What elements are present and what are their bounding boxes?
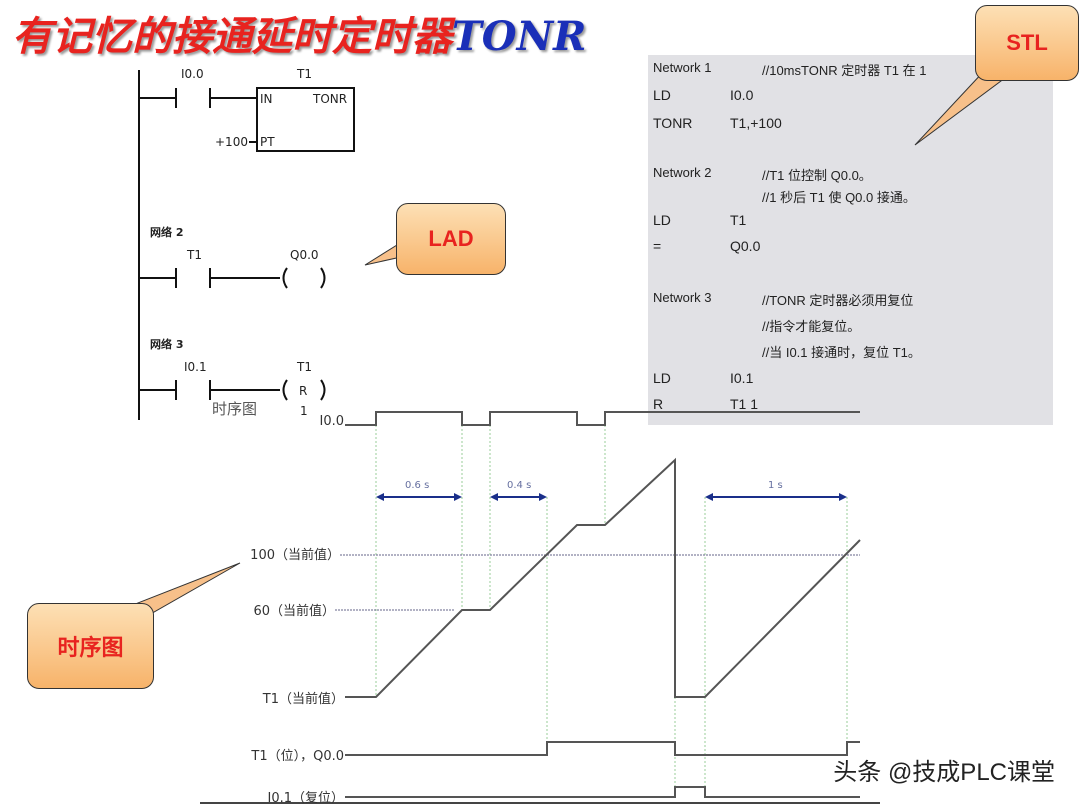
signal-label-i01: I0.1（复位） [267, 791, 344, 805]
stl-instruction: Network 2 [653, 165, 712, 180]
box-type: TONR [313, 92, 348, 106]
stl-instruction: Network 3 [653, 290, 712, 305]
lad-callout-text: LAD [428, 226, 474, 251]
contact-label: T1 [187, 248, 202, 262]
stl-operand: //当 I0.1 接通时，复位 T1。 [762, 345, 921, 360]
contact-t1 [139, 268, 280, 288]
stl-operand: T1 [730, 212, 747, 228]
slide-title: 有记忆的接通延时定时器TONR [12, 4, 586, 62]
waveform-t1-value [345, 457, 861, 698]
tonr-box [256, 87, 355, 152]
box-in: IN [260, 92, 273, 106]
stl-callout: STL [975, 5, 1079, 81]
timing-callout-text: 时序图 [57, 635, 124, 660]
box-name: T1 [297, 67, 312, 81]
level-lines [335, 554, 860, 611]
interval-label: 1 s [768, 480, 783, 491]
title-chinese: 有记忆的接通延时定时器 [12, 13, 452, 60]
coil-q00 [282, 267, 326, 289]
stl-operand: //T1 位控制 Q0.0。 [762, 168, 872, 183]
signal-label-t1-bit: T1（位），Q0.0 [251, 749, 344, 764]
ladder-diagram [138, 70, 355, 420]
contact-label: I0.0 [181, 67, 204, 81]
timing-callout: 时序图 [27, 603, 154, 689]
network-2-header: 网络 2 [150, 226, 184, 239]
coil-reset [282, 379, 326, 401]
stl-operand: I0.0 [730, 87, 754, 103]
timing-diagram [200, 411, 880, 804]
guide-lines [375, 425, 848, 797]
signal-label-t1: T1（当前值） [262, 692, 344, 707]
stl-instruction: LD [653, 212, 671, 228]
title-english: TONR [452, 13, 587, 60]
stl-operand: T1,+100 [730, 115, 782, 131]
stl-panel [648, 55, 1053, 425]
contact-i01 [139, 380, 280, 400]
overlay-text: 时序图 [212, 400, 258, 418]
waveform-i01 [345, 786, 860, 798]
stl-instruction: = [653, 238, 662, 254]
stl-instruction: Network 1 [653, 60, 712, 75]
contact-i00 [139, 88, 257, 108]
stl-instruction: LD [653, 370, 671, 386]
stl-operand: //10msTONR 定时器 T1 在 1 [762, 63, 927, 78]
network-3-header: 网络 3 [150, 338, 184, 351]
level-label-60: 60（当前值） [253, 604, 335, 619]
stl-instruction: LD [653, 87, 671, 103]
stl-callout-text: STL [1006, 30, 1048, 55]
box-pt: PT [260, 135, 275, 149]
stl-operand: Q0.0 [730, 238, 761, 254]
level-label-100: 100（当前值） [250, 548, 340, 563]
stl-instruction: R [653, 396, 664, 412]
lad-callout: LAD [396, 203, 506, 275]
contact-label: I0.1 [184, 360, 207, 374]
waveform-i00 [345, 411, 860, 426]
stl-pointer [914, 69, 1007, 146]
coil-reset-label: R [299, 384, 308, 398]
stl-instruction: TONR [653, 115, 693, 131]
stl-operand: I0.1 [730, 370, 754, 386]
waveform-t1-bit [345, 741, 860, 756]
stl-operand: T1 1 [730, 396, 759, 412]
reset-count: 1 [300, 404, 308, 418]
interval-label: 0.6 s [405, 480, 430, 491]
watermark: 头条 @技成PLC课堂 [833, 759, 1055, 786]
coil-label: Q0.0 [290, 248, 319, 262]
coil-name: T1 [297, 360, 312, 374]
interval-label: 0.4 s [507, 480, 532, 491]
stl-operand: //1 秒后 T1 使 Q0.0 接通。 [762, 190, 916, 205]
signal-label-i00: I0.0 [319, 414, 344, 429]
preset-value: +100 [215, 135, 248, 149]
stl-operand: //TONR 定时器必须用复位 [762, 293, 914, 308]
stl-operand: //指令才能复位。 [762, 319, 861, 334]
